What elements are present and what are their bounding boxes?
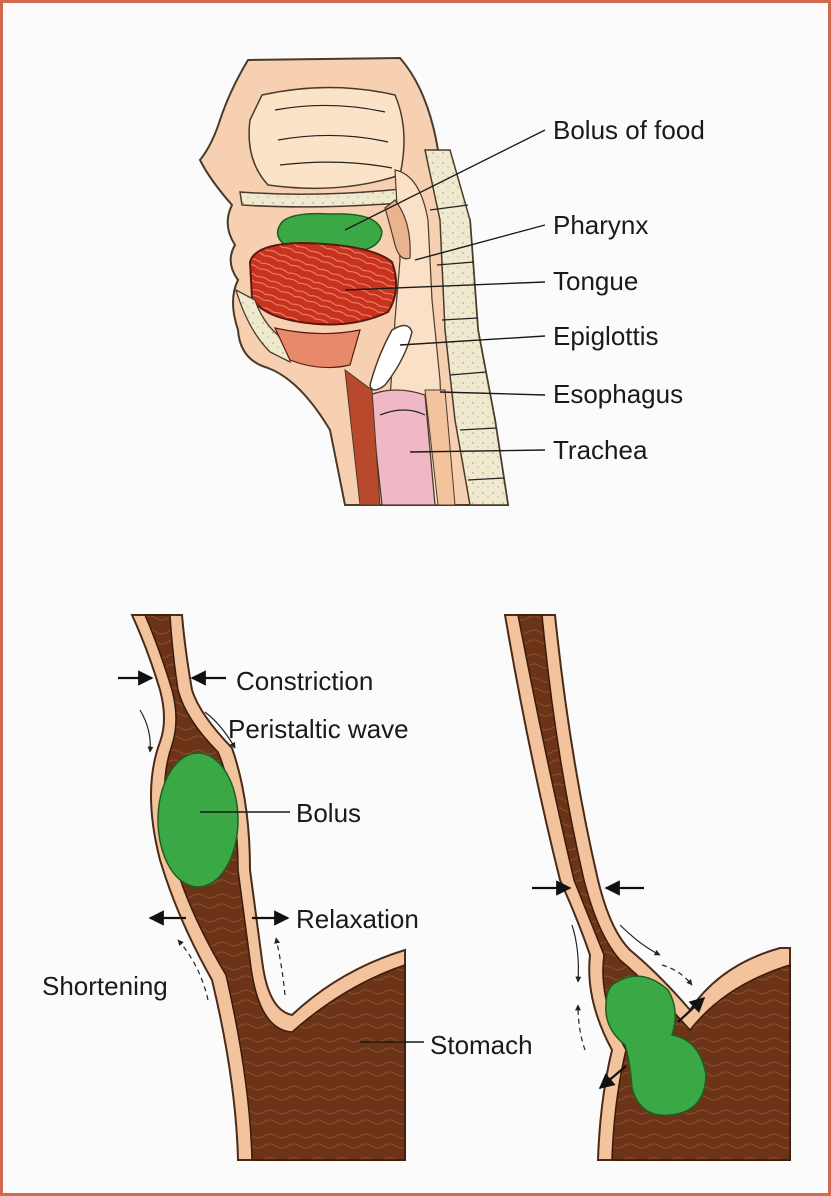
head-sagittal-section [200,58,545,505]
esophagus-peristalsis-right [505,615,790,1160]
nasal-cavity [249,88,404,189]
label-epiglottis: Epiglottis [553,321,659,351]
shortening-arrow-left-2 [578,1005,585,1050]
peristaltic-arrow-left-2 [572,925,578,982]
peristaltic-arrow-left [140,710,150,752]
esophagus-peristalsis-left [118,615,424,1160]
shortening-arrow-right [276,938,285,995]
label-esophagus: Esophagus [553,379,683,409]
label-shortening: Shortening [42,971,168,1001]
label-relaxation: Relaxation [296,904,419,934]
label-peristaltic-wave: Peristaltic wave [228,714,409,744]
label-pharynx: Pharynx [553,210,648,240]
label-stomach: Stomach [430,1030,533,1060]
label-bolus-of-food: Bolus of food [553,115,705,145]
label-constriction: Constriction [236,666,373,696]
shortening-arrow-right-2 [662,965,692,985]
label-bolus: Bolus [296,798,361,828]
bolus-left [158,753,238,887]
trachea [370,390,435,505]
label-tongue: Tongue [553,266,638,296]
label-trachea: Trachea [553,435,648,465]
tongue [250,243,396,324]
